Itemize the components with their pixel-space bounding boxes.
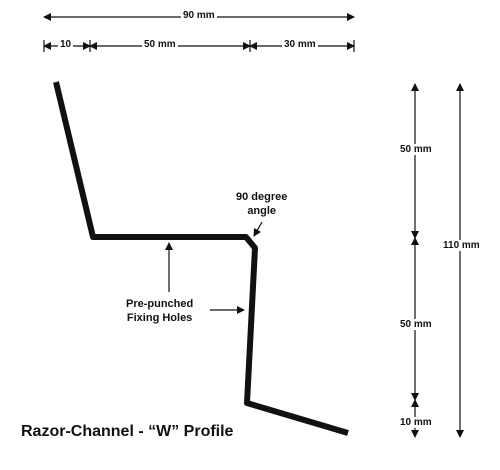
label-height-total: 110 mm	[441, 240, 482, 251]
note-angle: 90 degree angle	[236, 190, 287, 218]
note-holes-line1: Pre-punched	[126, 298, 194, 310]
diagram-title: Razor-Channel - “W” Profile	[21, 423, 234, 440]
label-height-lower: 50 mm	[398, 319, 434, 330]
note-angle-line1: 90 degree	[236, 191, 288, 203]
label-height-upper: 50 mm	[398, 144, 434, 155]
note-angle-line2: angle	[247, 205, 277, 217]
leader-angle	[253, 221, 263, 237]
label-segment-middle: 50 mm	[142, 39, 178, 50]
label-overall-width: 90 mm	[181, 10, 217, 21]
label-segment-right: 30 mm	[282, 39, 318, 50]
note-holes-line2: Fixing Holes	[126, 312, 193, 324]
label-segment-left: 10	[58, 39, 74, 50]
note-fixing-holes: Pre-punched Fixing Holes	[126, 297, 193, 325]
label-height-bottom: 10 mm	[398, 417, 434, 428]
channel-profile	[53, 81, 349, 436]
